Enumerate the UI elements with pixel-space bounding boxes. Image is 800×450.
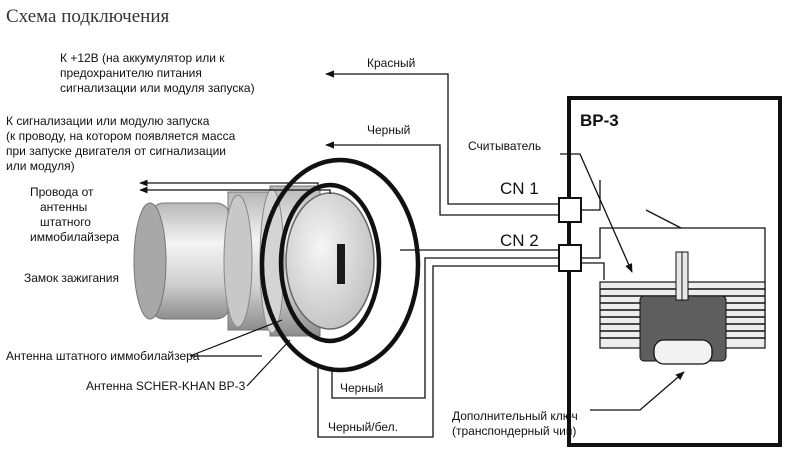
ignition-lock-label: Замок зажигания: [24, 271, 119, 285]
black-wire-top: [325, 141, 563, 216]
connector-1-label: CN 1: [500, 179, 539, 198]
stock-wires-line-4: иммобилайзера: [30, 230, 120, 244]
internal-wiring: [581, 180, 766, 340]
reader-label: Считыватель: [468, 139, 541, 153]
stock-antenna-ring: [278, 182, 382, 344]
bp3-module: [567, 96, 782, 447]
power-note: К +12В (на аккумулятор или к предохранит…: [60, 51, 255, 95]
additional-key-label: Дополнительный ключ (транспондерный чип): [452, 409, 581, 438]
bp3-antenna-wires: [317, 249, 563, 438]
stock-wires-note: Провода от антенны штатного иммобилайзер…: [30, 185, 120, 244]
power-note-line-2: предохранителю питания: [60, 66, 202, 80]
additional-key-line-2: (транспондерный чип): [452, 424, 576, 438]
power-note-line-1: К +12В (на аккумулятор или к: [60, 51, 225, 65]
transponder-chip: [653, 339, 713, 365]
stock-wires-line-1: Провода от: [30, 185, 94, 199]
connector-2-label: CN 2: [500, 231, 539, 250]
ground-note-line-4: или модуля): [6, 159, 75, 173]
red-wire-label: Красный: [367, 56, 415, 70]
ground-note-line-3: при запуске двигателя от сигнализации: [6, 144, 226, 158]
stock-antenna-label: Антенна штатного иммобилайзера: [6, 349, 200, 363]
additional-key-line-1: Дополнительный ключ: [452, 409, 578, 423]
ignition-lock: [133, 185, 375, 337]
reader-leader: [560, 153, 633, 273]
connector-cn1: [558, 197, 582, 223]
black-wire-bottom-label: Черный: [340, 381, 383, 395]
bp3-antenna-ring: [259, 157, 421, 373]
module-name: BP-3: [580, 111, 619, 130]
power-note-line-3: сигнализации или модуля запуска): [60, 81, 255, 95]
stock-antenna-wires: [139, 179, 331, 194]
stock-wires-line-3: штатного: [40, 215, 91, 229]
additional-key-leader: [590, 371, 685, 411]
antenna-leaders: [189, 319, 291, 387]
ground-note: К сигнализации или модулю запуска (к про…: [6, 114, 239, 173]
diagram-title: Схема подключения: [6, 6, 170, 27]
key-slot: [337, 244, 345, 284]
reader-coil: [599, 251, 766, 365]
ground-note-line-2: (к проводу, на котором появляется масса: [6, 129, 236, 143]
black-wire-top-label: Черный: [367, 123, 410, 137]
bp3-antenna-label: Антенна SCHER-KHAN BP-3: [86, 379, 246, 393]
connector-cn2: [558, 244, 582, 272]
black-white-wire-label: Черный/бел.: [328, 420, 398, 434]
red-wire: [325, 70, 563, 205]
ground-note-line-1: К сигнализации или модулю запуска: [6, 114, 210, 128]
stock-wires-line-2: антенны: [40, 200, 87, 214]
